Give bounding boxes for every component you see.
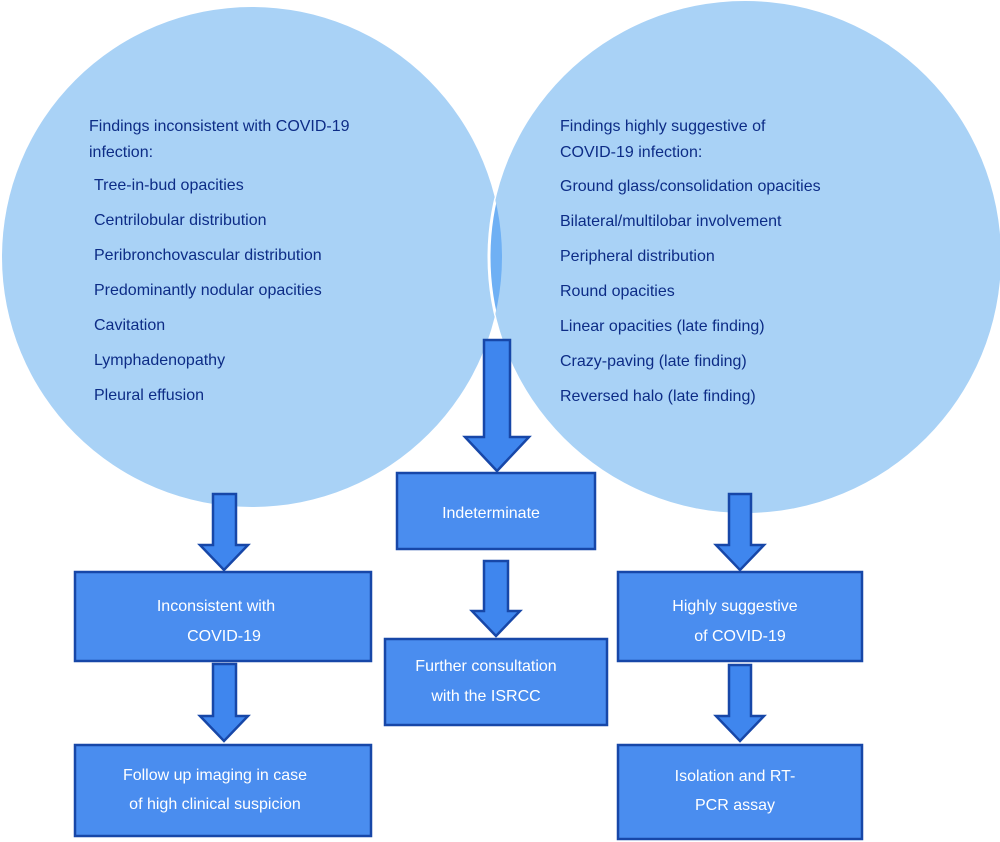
box-label: Highly suggestive [672, 598, 798, 615]
left-circle-text: Findings inconsistent with COVID-19 infe… [89, 118, 350, 404]
right-circle-text: Findings highly suggestive of COVID-19 i… [560, 118, 821, 405]
right-item: Reversed halo (late finding) [560, 388, 756, 405]
box-label: of high clinical suspicion [129, 796, 301, 813]
right-item: Round opacities [560, 283, 675, 300]
left-item: Pleural effusion [94, 387, 204, 404]
right-item: Ground glass/consolidation opacities [560, 178, 821, 195]
right-findings-circle [489, 1, 1000, 513]
box-label: Inconsistent with [157, 598, 275, 615]
isolation-box: Isolation and RT- PCR assay [616, 743, 864, 841]
follow-up-box: Follow up imaging in case of high clinic… [73, 743, 373, 838]
right-heading-line-1: Findings highly suggestive of [560, 118, 766, 135]
right-item: Crazy-paving (late finding) [560, 353, 747, 370]
box-label: with the ISRCC [430, 688, 540, 705]
left-item: Peribronchovascular distribution [94, 247, 322, 264]
box-label: PCR assay [695, 797, 775, 814]
box-label: of COVID-19 [694, 628, 786, 645]
left-item: Tree-in-bud opacities [94, 177, 244, 194]
venn-overlap-outline [487, 7, 502, 507]
right-item: Linear opacities (late finding) [560, 318, 765, 335]
down-arrow-icon [197, 492, 251, 572]
left-item: Centrilobular distribution [94, 212, 267, 229]
left-item: Lymphadenopathy [94, 352, 225, 369]
further-consultation-box: Further consultation with the ISRCC [383, 637, 609, 727]
left-heading-line-1: Findings inconsistent with COVID-19 [89, 118, 350, 135]
box-label: COVID-19 [187, 628, 261, 645]
box-label: Indeterminate [442, 505, 540, 522]
indeterminate-box: Indeterminate [395, 471, 597, 551]
left-findings-circle [2, 7, 502, 507]
down-arrow-icon [197, 662, 251, 743]
left-item: Predominantly nodular opacities [94, 282, 322, 299]
left-heading-line-2: infection: [89, 144, 153, 161]
right-heading-line-2: COVID-19 infection: [560, 144, 702, 161]
left-item: Cavitation [94, 317, 165, 334]
box-label: Follow up imaging in case [123, 767, 307, 784]
box-label: Further consultation [415, 658, 556, 675]
highly-suggestive-box: Highly suggestive of COVID-19 [616, 570, 864, 663]
box-label: Isolation and RT- [675, 768, 796, 785]
down-arrow-icon [713, 492, 767, 572]
right-item: Bilateral/multilobar involvement [560, 213, 782, 230]
down-arrow-icon [462, 338, 532, 473]
down-arrow-icon [713, 663, 767, 743]
down-arrow-icon [469, 559, 523, 638]
right-item: Peripheral distribution [560, 248, 715, 265]
inconsistent-box: Inconsistent with COVID-19 [73, 570, 373, 663]
